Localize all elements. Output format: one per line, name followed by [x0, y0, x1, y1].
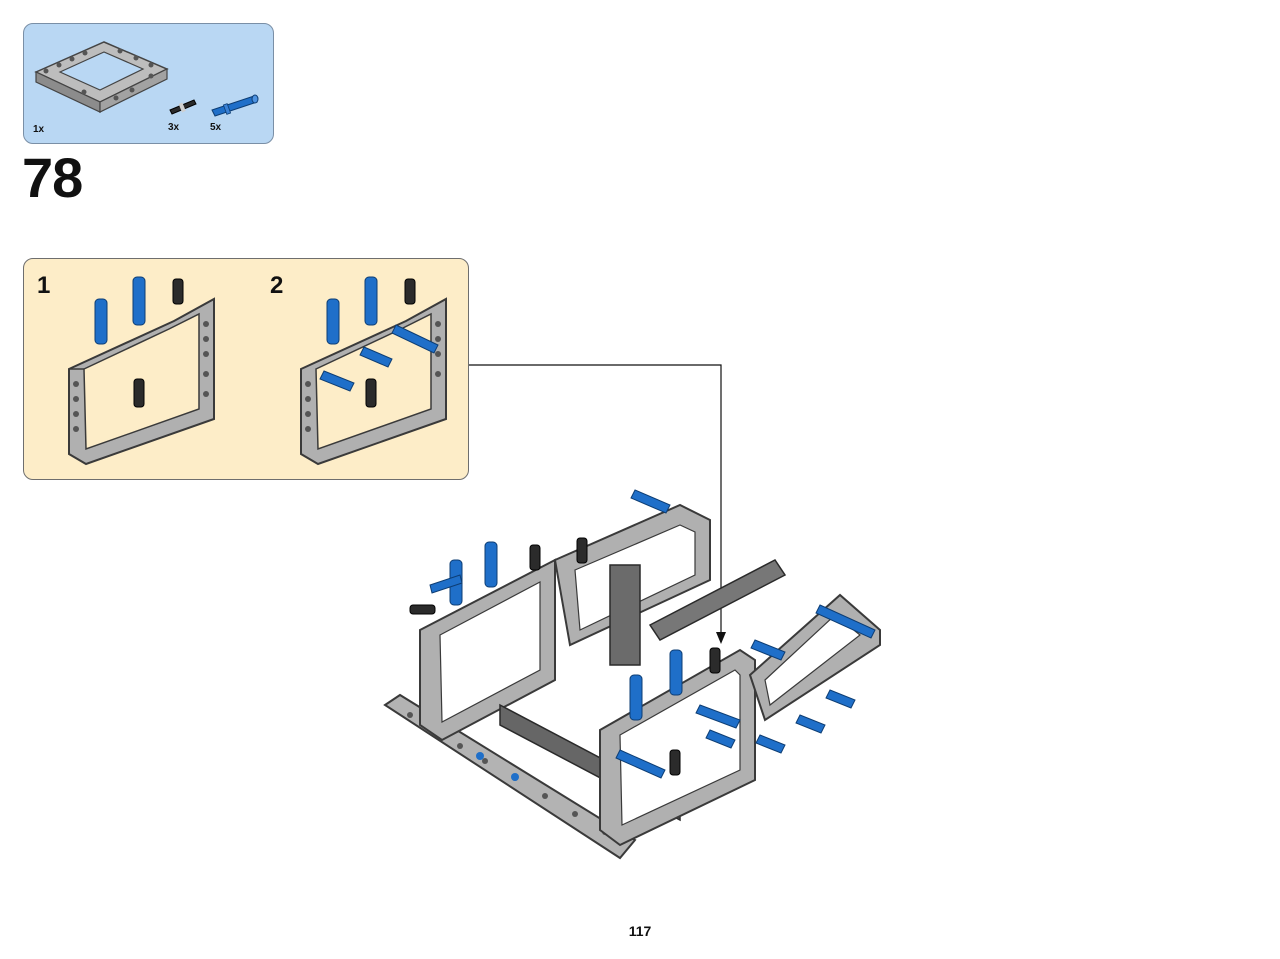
- substep-1-frame-illustration: [68, 276, 215, 466]
- black-pin-icon: [169, 99, 197, 115]
- blue-pin-quantity: 5x: [210, 122, 222, 133]
- blue-pin-icon: [211, 94, 259, 117]
- subassembly-box: 1 2: [23, 258, 469, 480]
- frame-part-icon: [34, 41, 169, 113]
- substep-2-frame-illustration: [300, 276, 447, 466]
- substep-2-label: 2: [270, 272, 284, 299]
- frame-quantity: 1x: [33, 124, 45, 135]
- substep-1-label: 1: [37, 272, 51, 299]
- main-model-illustration: [383, 489, 881, 860]
- step-number: 78: [22, 146, 83, 209]
- black-pin-quantity: 3x: [168, 122, 180, 133]
- page-number: 117: [628, 923, 652, 939]
- substep-illustrations: [68, 276, 447, 466]
- parts-illustration: [34, 41, 259, 117]
- parts-list-box: 1x 3x 5x: [23, 23, 274, 144]
